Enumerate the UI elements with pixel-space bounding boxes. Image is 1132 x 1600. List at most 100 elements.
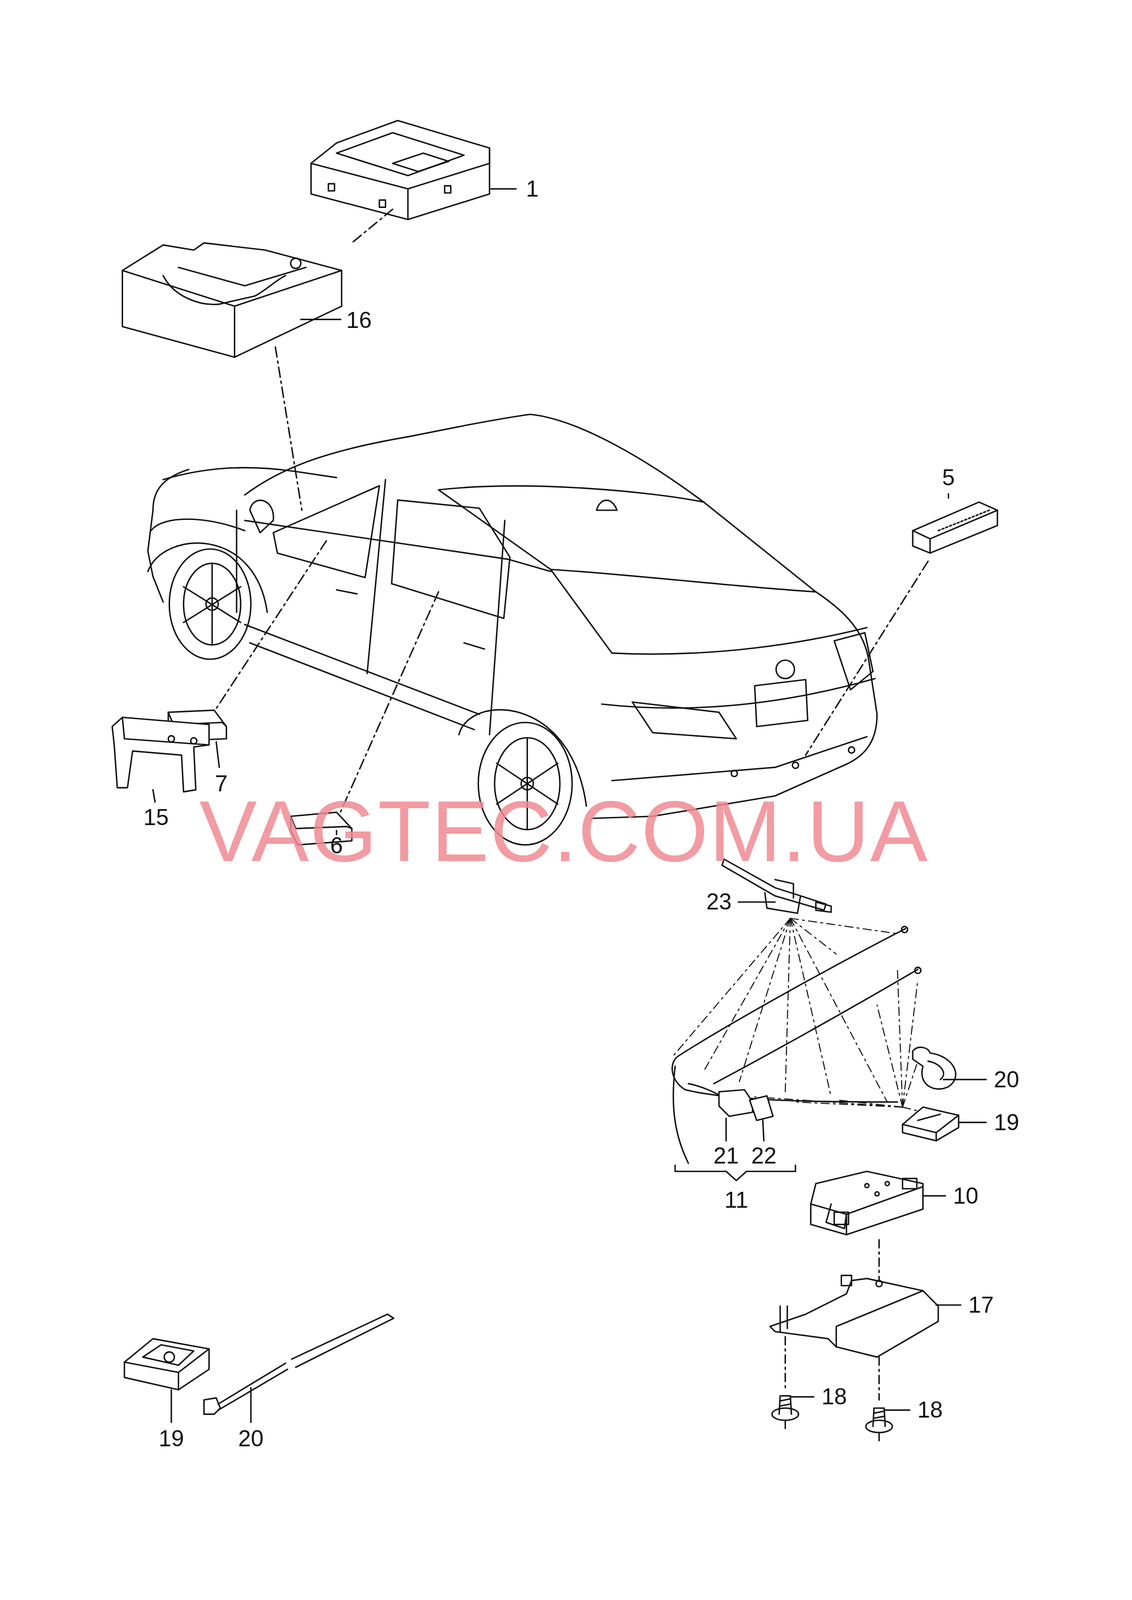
tie-base [142, 1344, 194, 1365]
tie-base [124, 1348, 210, 1389]
tie-base [917, 1113, 941, 1120]
leader-dashed [351, 209, 393, 243]
mounting-bracket [836, 1290, 923, 1347]
mounting-tray [122, 242, 342, 358]
car-body [438, 485, 817, 592]
leader-line [958, 1121, 987, 1123]
cable-tie [928, 1060, 944, 1080]
harness-leaders [836, 1099, 903, 1107]
callout-number: 11 [724, 1188, 749, 1211]
leader-line [885, 1408, 910, 1411]
car-body [244, 413, 704, 502]
wiring-harness [671, 925, 921, 1163]
wheels [183, 563, 241, 645]
screw [779, 1395, 792, 1414]
control-unit [902, 1178, 917, 1189]
cable-tie [203, 1397, 221, 1414]
mounting-bracket [876, 1280, 883, 1287]
leader-dashed [209, 540, 327, 719]
car-body [775, 660, 795, 679]
screw [865, 1419, 893, 1432]
sensor-module [912, 510, 998, 554]
bracket [112, 717, 210, 792]
screw [784, 1419, 786, 1428]
wiring-harness [718, 1089, 753, 1116]
control-unit [874, 1191, 879, 1196]
leader-dashed [784, 1336, 786, 1390]
control-unit [834, 1211, 849, 1225]
car-body [731, 770, 738, 776]
wiring-harness [914, 966, 921, 973]
car-body [366, 479, 386, 674]
car-body [153, 469, 189, 510]
harness-leaders [897, 968, 903, 1107]
leader-line [738, 900, 776, 903]
leader-line [153, 188, 987, 1422]
leader-line [489, 188, 517, 190]
harness-leaders [902, 1060, 919, 1107]
group-bracket [675, 1164, 796, 1181]
callout-number: 18 [821, 1384, 848, 1408]
control-unit [392, 153, 449, 172]
tie-base [164, 1351, 175, 1362]
car-body [632, 701, 737, 739]
control-unit [336, 132, 465, 176]
harness-leaders [795, 1101, 903, 1107]
bracket [122, 717, 209, 745]
car-body [391, 499, 510, 618]
callout-number: 20 [237, 1426, 264, 1450]
callout-number: 17 [968, 1292, 994, 1316]
leader-dashed [878, 1239, 880, 1280]
control-unit [810, 1170, 923, 1235]
tie-base [124, 1338, 210, 1390]
leader-line [725, 1117, 727, 1141]
cable-tie [291, 1313, 394, 1367]
car-body [249, 642, 475, 730]
control-unit [310, 120, 490, 220]
mounting-bracket [780, 1305, 788, 1332]
control-unit [407, 188, 409, 220]
wiring-harness [671, 928, 906, 1102]
mounting-bracket [841, 1274, 852, 1285]
harness-leaders [672, 917, 791, 1056]
bracket [190, 737, 197, 744]
leader-line [936, 1303, 962, 1306]
callout-number: 20 [993, 1067, 1020, 1091]
control-unit [444, 185, 451, 193]
leader-line [762, 1119, 764, 1141]
callout-number: 10 [953, 1183, 979, 1207]
car-body [147, 413, 877, 818]
sensor-module [912, 501, 998, 554]
cable-tie [912, 1046, 956, 1089]
cable-tie [203, 1313, 394, 1414]
control-unit [328, 183, 335, 192]
bracket [112, 717, 210, 792]
car-body [591, 591, 877, 819]
car-body [611, 627, 867, 654]
car-body [150, 518, 245, 531]
car-body [792, 761, 799, 768]
watermark: VAGTEC.COM.UA [199, 787, 929, 874]
leader-line [791, 1395, 814, 1397]
car-body [273, 485, 380, 578]
bracket [168, 735, 175, 742]
car-body [244, 624, 480, 714]
callout-number: 16 [346, 308, 373, 332]
callout-number: 1 [526, 177, 539, 201]
screw [878, 1431, 880, 1441]
car-body [834, 632, 874, 690]
wiring-harness [673, 1065, 689, 1164]
control-unit [310, 120, 490, 220]
car-body [754, 679, 808, 727]
mounting-tray [233, 305, 236, 357]
control-unit [885, 1181, 890, 1186]
mounting-tray [290, 258, 301, 269]
leader-line [922, 1194, 946, 1196]
leader-dashed [275, 346, 302, 511]
leader-line [947, 493, 950, 498]
car-body [611, 736, 867, 781]
leader-dashed [338, 591, 439, 817]
sensor-module [912, 501, 998, 554]
callout-number: 22 [751, 1143, 777, 1167]
car-body [489, 520, 506, 735]
